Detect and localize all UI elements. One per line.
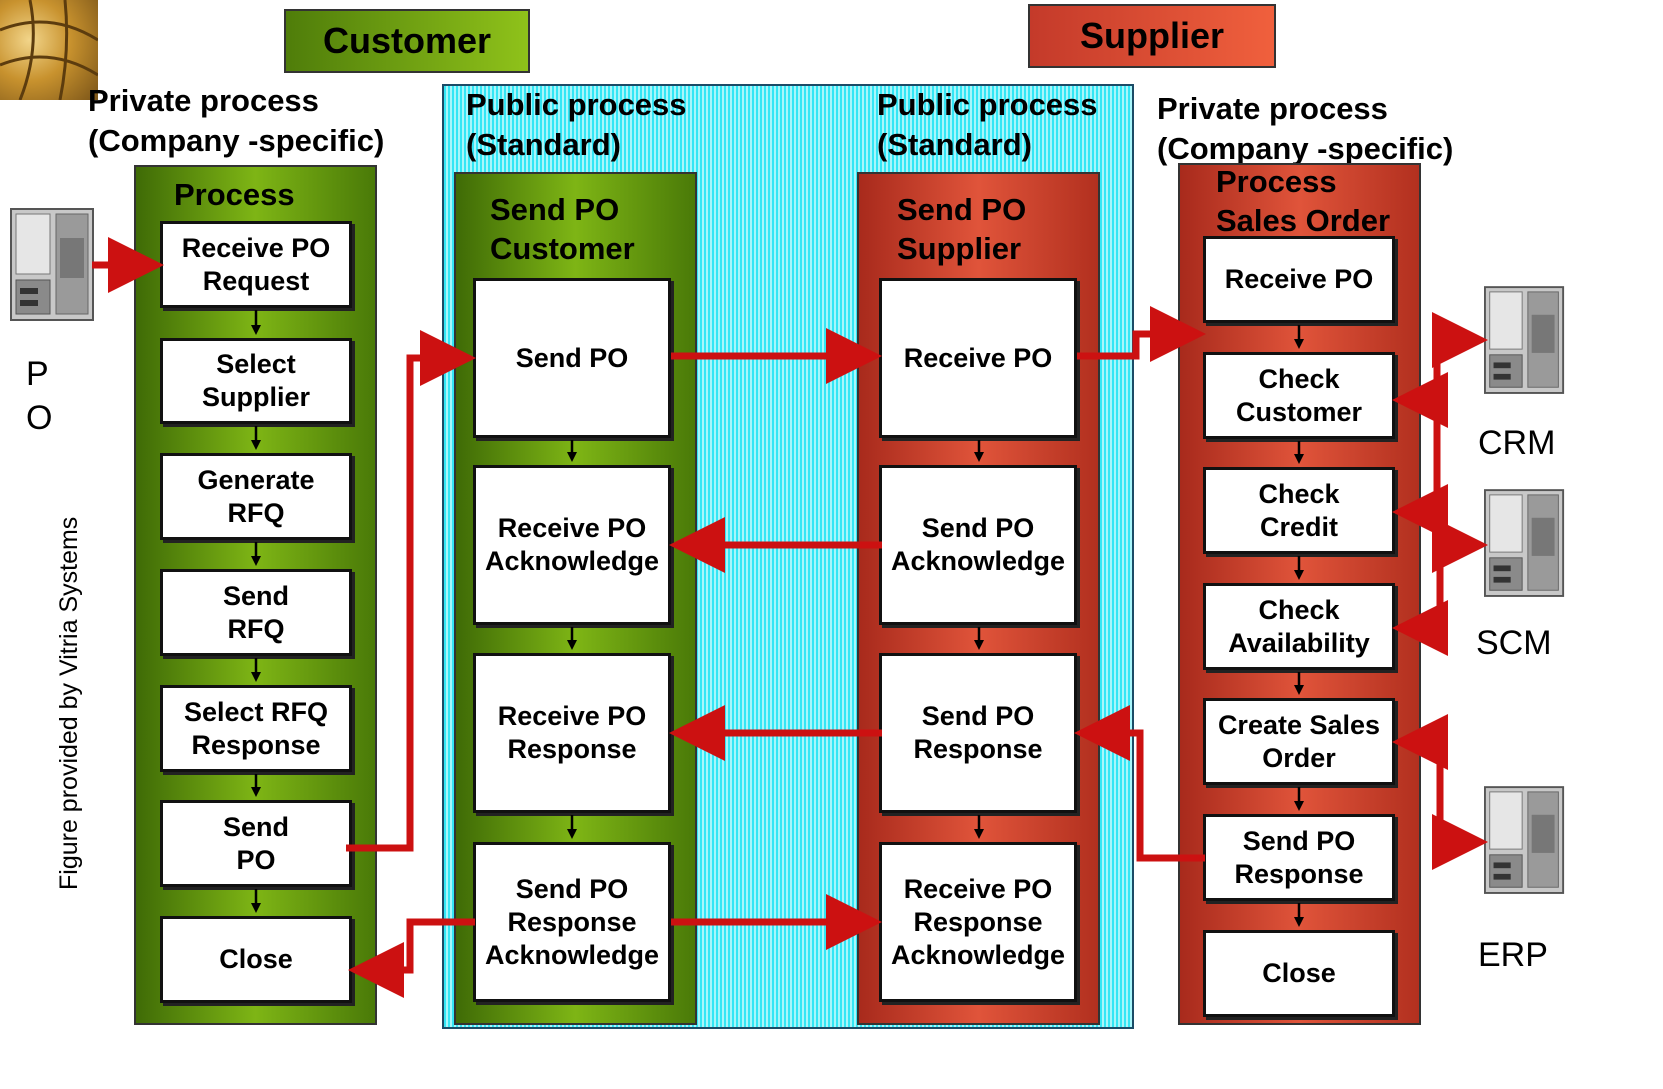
lane-title-send-po-customer: Send PO Customer	[490, 192, 635, 266]
step-close-supplier: Close	[1203, 930, 1395, 1017]
step-send-po-acknowledge: Send PO Acknowledge	[879, 465, 1077, 625]
supplier-header: Supplier	[1028, 4, 1276, 68]
corner-globe-image	[0, 0, 98, 100]
supplier-private-title: Private process (Company -specific)	[1157, 91, 1454, 166]
step-receive-po-response: Receive PO Response	[473, 653, 671, 813]
erp-server-icon	[1484, 786, 1565, 894]
lane-title-process-po: Process PO	[174, 177, 295, 212]
step-check-availability: Check Availability	[1203, 583, 1395, 670]
po-system-label: P O	[26, 355, 53, 437]
step-receive-po-acknowledge: Receive PO Acknowledge	[473, 465, 671, 625]
step-send-po: Send PO	[160, 800, 352, 887]
message-arrows	[92, 237, 1488, 998]
step-receive-po-response-acknowledge: Receive PO Response Acknowledge	[879, 842, 1077, 1002]
crm-label: CRM	[1478, 424, 1556, 462]
scm-label: SCM	[1476, 624, 1552, 662]
customer-public-title: Public process (Standard)	[466, 87, 687, 162]
step-send-po-public: Send PO	[473, 278, 671, 438]
step-create-sales-order: Create Sales Order	[1203, 698, 1395, 785]
lane-title-process-sales-order: Process Sales Order	[1216, 164, 1391, 238]
step-close-customer: Close	[160, 916, 352, 1003]
supplier-public-title: Public process (Standard)	[877, 87, 1098, 162]
step-receive-po-public: Receive PO	[879, 278, 1077, 438]
step-receive-po-supplier: Receive PO	[1203, 236, 1395, 323]
step-check-customer: Check Customer	[1203, 352, 1395, 439]
crm-server-icon	[1484, 286, 1565, 394]
customer-header: Customer	[284, 9, 530, 73]
customer-private-title: Private process (Company -specific)	[88, 83, 385, 158]
step-generate-rfq: Generate RFQ	[160, 453, 352, 540]
step-select-rfq-response: Select RFQ Response	[160, 685, 352, 772]
step-send-po-response-acknowledge: Send PO Response Acknowledge	[473, 842, 671, 1002]
step-receive-po-request: Receive PO Request	[160, 221, 352, 308]
lane-title-send-po-supplier: Send PO Supplier	[897, 192, 1027, 266]
step-send-rfq: Send RFQ	[160, 569, 352, 656]
step-select-supplier: Select Supplier	[160, 338, 352, 424]
erp-label: ERP	[1478, 936, 1548, 974]
step-send-po-response-supplier: Send PO Response	[1203, 814, 1395, 901]
sequence-arrows	[251, 310, 1304, 927]
